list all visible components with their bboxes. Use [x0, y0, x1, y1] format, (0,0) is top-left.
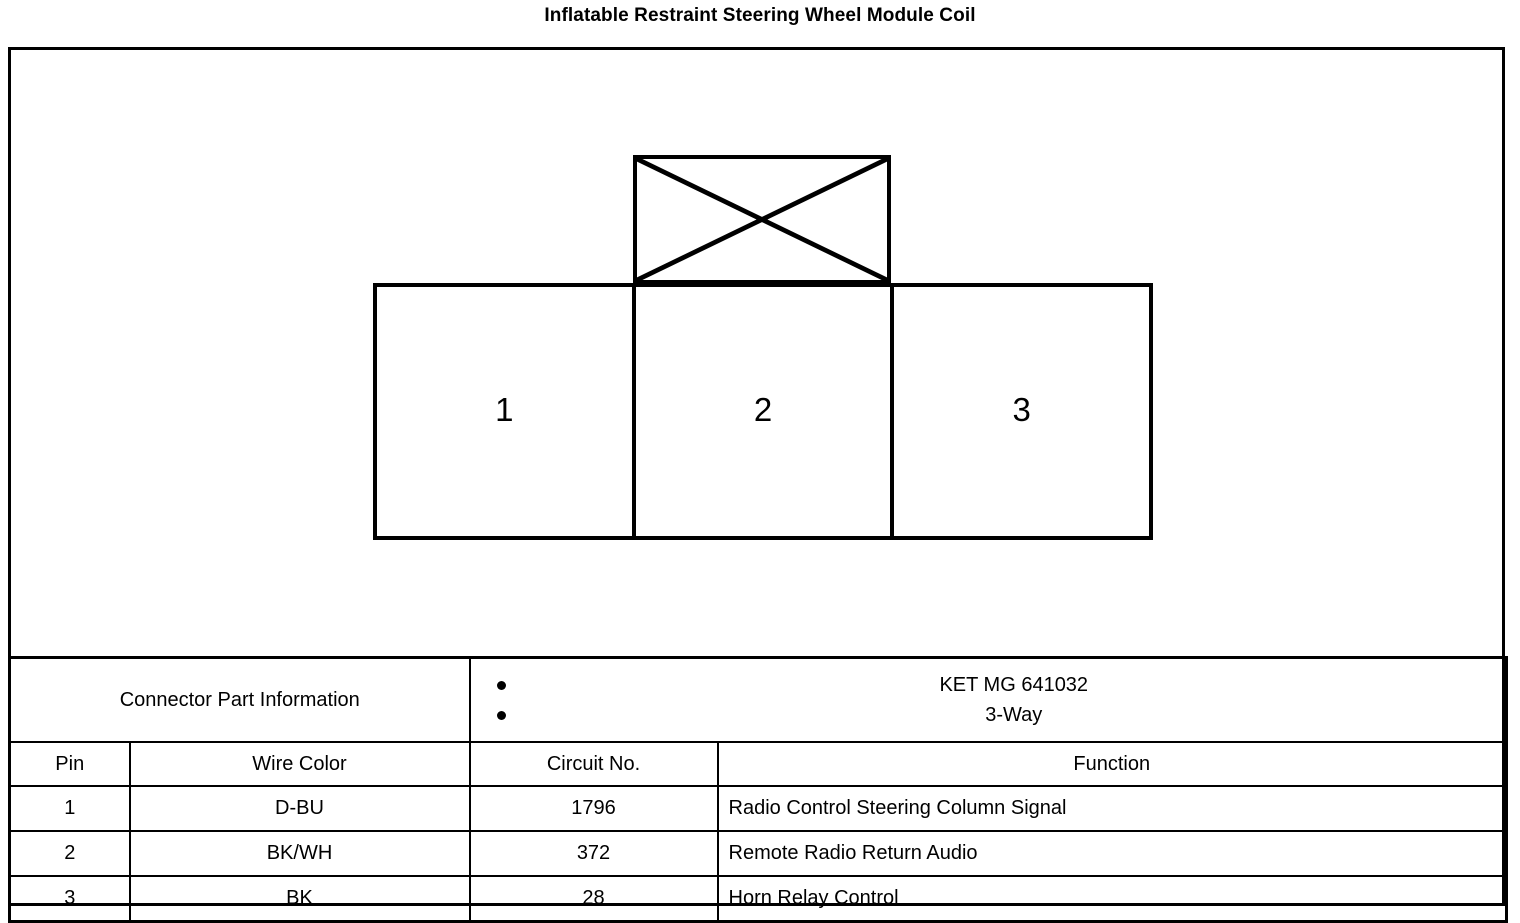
connector-part-information-row: Connector Part Information KET MG 641032… — [8, 656, 1508, 743]
connector-part-information-values: KET MG 641032 3-Way — [468, 656, 1508, 743]
connector-cavity-1: 1 — [377, 287, 636, 536]
column-header-wire-color: Wire Color — [128, 741, 471, 787]
cell-function: Horn Relay Control — [716, 875, 1508, 923]
bullet-dot-icon — [496, 681, 506, 690]
connector-cavity-3: 3 — [894, 287, 1149, 536]
cavity-number-3: 3 — [1012, 391, 1031, 428]
pinout-header-row: Pin Wire Color Circuit No. Function — [8, 741, 1508, 787]
connector-terminal-row: 1 2 3 — [373, 283, 1153, 540]
cell-pin: 1 — [8, 785, 131, 832]
cell-wire-color: D-BU — [128, 785, 471, 832]
cell-wire-color: BK — [128, 875, 471, 923]
part-info-part-number: KET MG 641032 — [939, 674, 1089, 696]
cell-pin: 2 — [8, 830, 131, 877]
connector-part-information-label: Connector Part Information — [8, 656, 471, 743]
cell-circuit-no: 1796 — [468, 785, 719, 832]
page-title: Inflatable Restraint Steering Wheel Modu… — [544, 5, 976, 26]
diagram-frame: 1 2 3 Con — [8, 47, 1509, 923]
part-info-bullet-list: KET MG 641032 3-Way — [495, 670, 1506, 730]
table-row: 1 D-BU 1796 Radio Control Steering Colum… — [8, 785, 1508, 832]
cell-function: Radio Control Steering Column Signal — [716, 785, 1508, 832]
cell-pin: 3 — [8, 875, 131, 923]
column-header-circuit-no: Circuit No. — [468, 741, 719, 787]
cell-circuit-no: 28 — [468, 875, 719, 923]
cavity-number-1: 1 — [495, 391, 514, 428]
table-row: 3 BK 28 Horn Relay Control — [8, 875, 1508, 923]
table-row: 2 BK/WH 372 Remote Radio Return Audio — [8, 830, 1508, 877]
connector-info-table: Connector Part Information KET MG 641032… — [8, 656, 1509, 923]
column-header-function: Function — [716, 741, 1508, 787]
connector-cavity-2: 2 — [636, 287, 895, 536]
cavity-number-2: 2 — [753, 391, 773, 428]
column-header-pin: Pin — [8, 741, 131, 787]
bullet-dot-icon — [496, 711, 506, 720]
part-info-bullet-item: KET MG 641032 — [495, 670, 1506, 700]
cell-circuit-no: 372 — [468, 830, 719, 877]
x-cross-icon — [637, 159, 887, 280]
cell-function: Remote Radio Return Audio — [716, 830, 1508, 877]
cell-wire-color: BK/WH — [128, 830, 471, 877]
connector-info-table-wrapper: Connector Part Information KET MG 641032… — [8, 656, 1509, 923]
connector-illustration: 1 2 3 — [373, 155, 1163, 547]
connector-top-blocked-cavity — [633, 155, 891, 284]
part-info-bullet-item: 3-Way — [495, 700, 1506, 730]
part-info-way-count: 3-Way — [985, 704, 1043, 726]
